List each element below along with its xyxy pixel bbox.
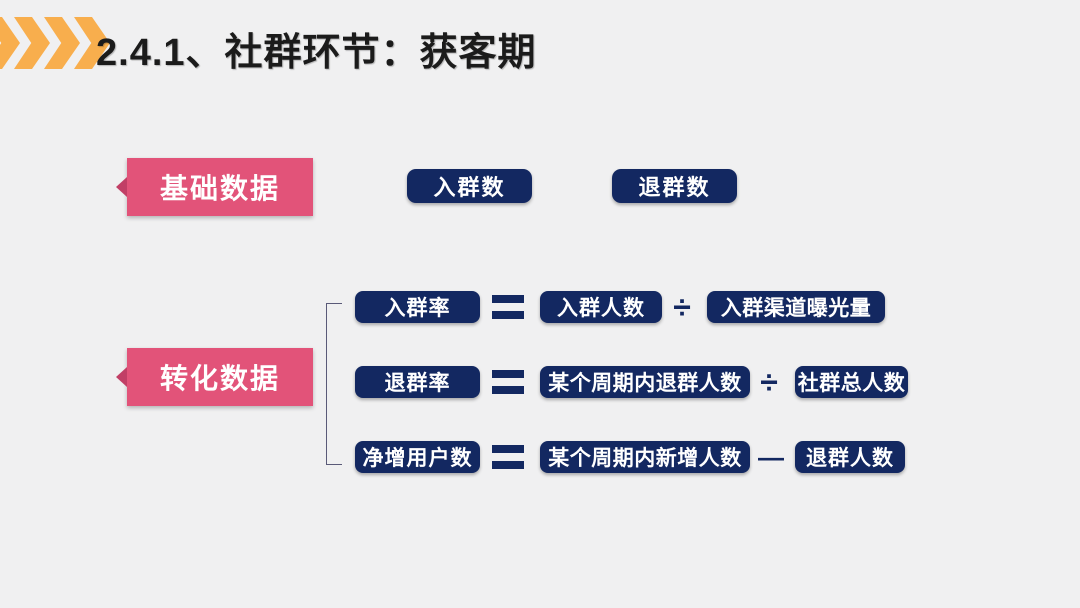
pill-leave-group-count: 退群数 (612, 169, 737, 203)
formula-row-join-rate: 入群率 入群人数 ÷ 入群渠道曝光量 (0, 288, 1080, 325)
equals-sign (492, 295, 524, 319)
section-label-conversion-data: 转化数据 (127, 348, 313, 406)
pill-leave-people-count: 退群人数 (795, 441, 905, 473)
formula-row-leave-rate: 退群率 某个周期内退群人数 ÷ 社群总人数 (0, 363, 1080, 400)
bracket-connector (326, 303, 342, 465)
pill-period-new-count: 某个周期内新增人数 (540, 441, 750, 473)
pill-net-user-growth: 净增用户数 (355, 441, 480, 473)
pill-period-leave-count: 某个周期内退群人数 (540, 366, 750, 398)
minus-sign: — (758, 441, 784, 472)
section-label-basic-data: 基础数据 (127, 158, 313, 216)
pill-join-group-count: 入群数 (407, 169, 532, 203)
pill-join-rate: 入群率 (355, 291, 480, 323)
pill-leave-rate: 退群率 (355, 366, 480, 398)
pill-join-channel-exposure: 入群渠道曝光量 (707, 291, 885, 323)
pill-join-people-count: 入群人数 (540, 291, 662, 323)
slide-title: 2.4.1、社群环节：获客期 (96, 32, 537, 74)
equals-sign (492, 370, 524, 394)
pill-community-total-count: 社群总人数 (795, 366, 908, 398)
divide-sign: ÷ (673, 288, 691, 325)
title-chevrons (0, 17, 110, 69)
divide-sign: ÷ (760, 363, 778, 400)
formula-row-net-user-growth: 净增用户数 某个周期内新增人数 — 退群人数 (0, 441, 1080, 473)
chevron-right-icon (0, 17, 20, 69)
equals-sign (492, 445, 524, 469)
